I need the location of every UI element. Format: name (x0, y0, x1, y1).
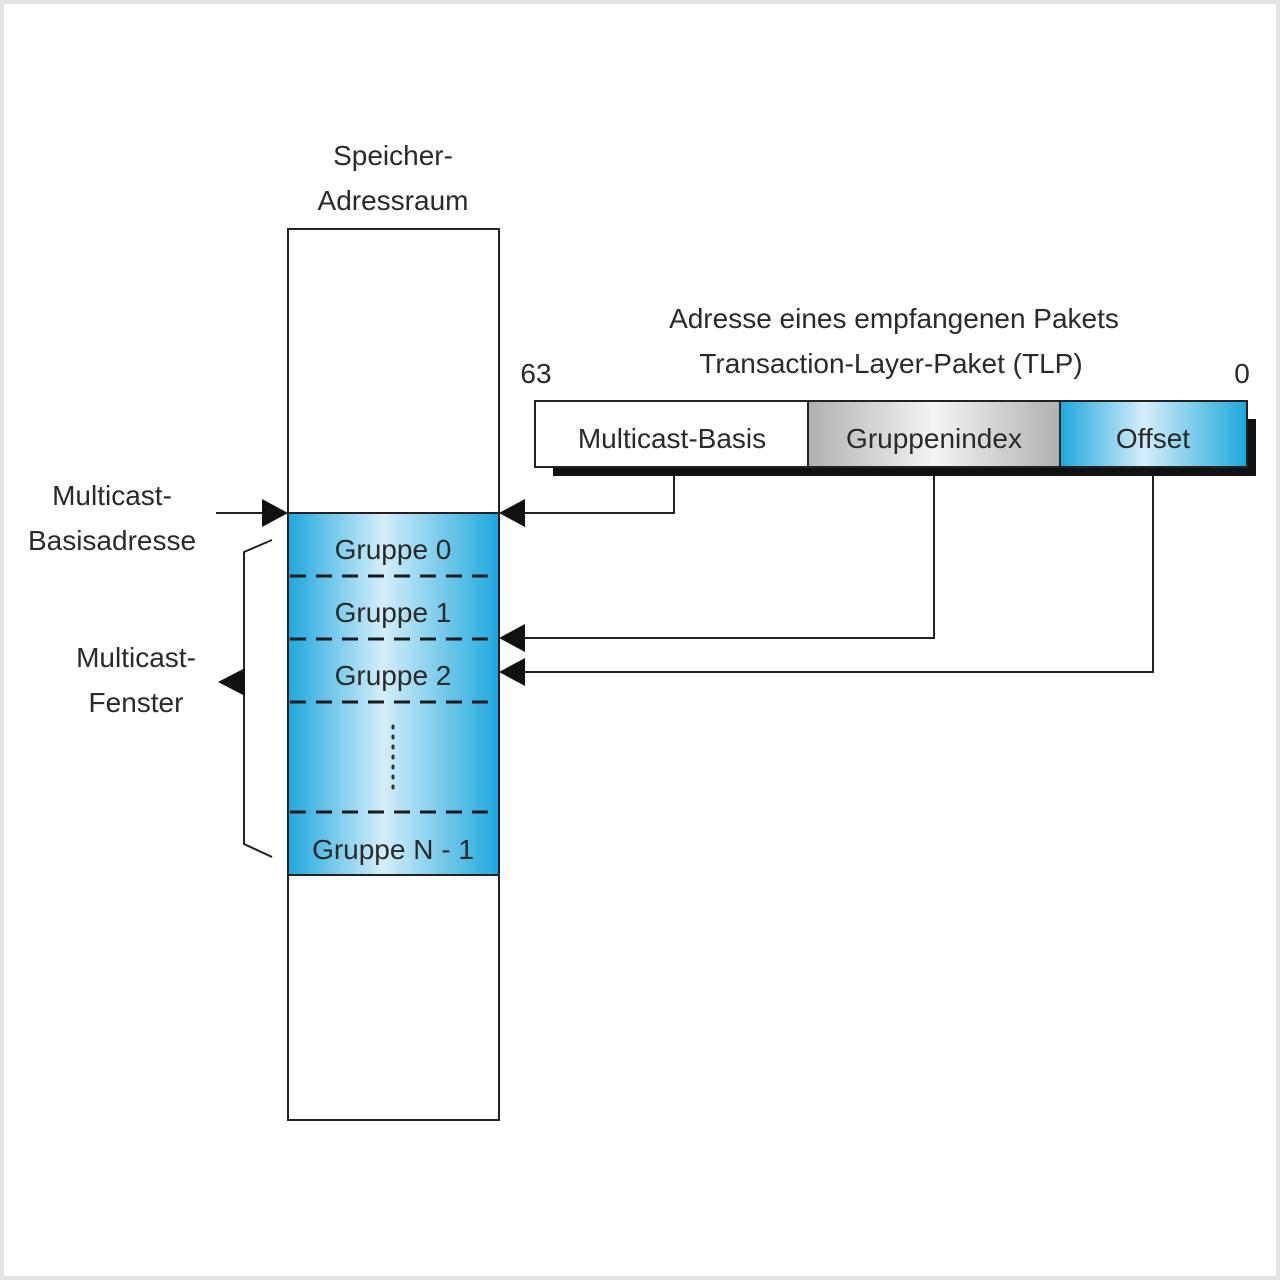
memory-title-line2: Adressraum (318, 185, 469, 216)
arrow-offset-icon (499, 658, 525, 686)
field-multicast-basis-label: Multicast-Basis (578, 423, 766, 454)
field-offset-label: Offset (1116, 423, 1190, 454)
window-label-line2: Fenster (89, 687, 184, 718)
arrow-window-icon (218, 668, 245, 696)
field-offset (1059, 400, 1248, 468)
arrow-base-icon (499, 499, 525, 527)
bit-0-label: 0 (1234, 358, 1250, 389)
base-address-label-line2: Basisadresse (28, 525, 196, 556)
group-n-1-label: Gruppe N - 1 (312, 834, 474, 865)
base-address-label-line1: Multicast- (52, 480, 172, 511)
window-label-line1: Multicast- (76, 642, 196, 673)
memory-title-line1: Speicher- (333, 140, 453, 171)
group-dividers (290, 574, 498, 814)
arrow-group-icon (499, 624, 525, 652)
packet-title-line2: Transaction-Layer-Paket (TLP) (699, 348, 1082, 379)
arrowheads (218, 499, 525, 696)
group-1-label: Gruppe 1 (335, 597, 452, 628)
connectors (216, 476, 1154, 858)
bit-63-label: 63 (520, 358, 551, 389)
multicast-window-region (287, 512, 500, 876)
group-2-label: Gruppe 2 (335, 660, 452, 691)
multicast-diagram: Speicher- Adressraum Gruppe 0 Gruppe 1 G… (28, 140, 1256, 1121)
group-0-label: Gruppe 0 (335, 534, 452, 565)
arrow-base-address-icon (262, 499, 288, 527)
packet-title-line1: Adresse eines empfangenen Pakets (669, 303, 1119, 334)
field-gruppenindex-label: Gruppenindex (846, 423, 1022, 454)
